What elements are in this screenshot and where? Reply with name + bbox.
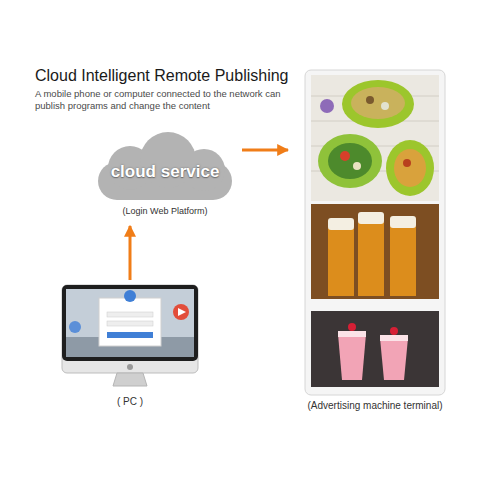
monitor-screen: [66, 289, 194, 357]
terminal-node: (Advertising machine terminal): [290, 66, 460, 418]
term-illustration: [290, 66, 460, 418]
beer-glass: [328, 228, 354, 296]
subtitle-note: A mobile phone or computer connected to …: [35, 88, 293, 112]
food-photo: [311, 75, 439, 201]
flow-arrow: [129, 226, 132, 280]
food-piece: [403, 159, 411, 167]
device-caption: (Advertising machine terminal): [307, 400, 442, 412]
monitor-stand: [113, 373, 147, 386]
logo-dot: [127, 364, 133, 370]
device-caption: ( PC ): [117, 396, 143, 408]
salad: [328, 143, 372, 179]
login-button: [107, 332, 153, 338]
food-piece: [366, 96, 374, 104]
screen-icon: [173, 304, 189, 320]
monitor-frame: [62, 285, 198, 373]
drink-top: [338, 331, 366, 337]
screen-icon: [69, 321, 81, 333]
cloud-label: cloud service: [111, 162, 220, 182]
pc-monitor: [62, 285, 198, 386]
cloud-shape: [98, 132, 232, 200]
beer-foam: [328, 218, 354, 230]
drink-photo: [311, 311, 439, 387]
cherry: [390, 327, 398, 335]
monitor-bezel: [62, 285, 198, 361]
beer-glass: [358, 222, 384, 296]
tomato: [340, 151, 350, 161]
title: Cloud Intelligent Remote Publishing: [35, 66, 288, 86]
beer-foam: [358, 212, 384, 224]
drink-glass: [338, 334, 366, 380]
login-field: [107, 321, 153, 326]
food-piece: [381, 102, 389, 110]
drink-glass: [380, 338, 408, 380]
login-avatar: [124, 290, 136, 302]
screen-gap: [311, 299, 439, 311]
beer-glass: [390, 226, 416, 296]
pc-node: ( PC ): [55, 282, 205, 414]
login-panel: [99, 298, 161, 346]
cherry: [348, 323, 356, 331]
advertising-screen: [305, 70, 445, 395]
beer-foam: [390, 216, 416, 228]
screen-housing: [305, 70, 445, 395]
plate: [342, 80, 414, 128]
drink-top: [380, 335, 408, 341]
plate: [386, 140, 434, 196]
plate: [318, 134, 382, 188]
login-field: [107, 312, 153, 317]
flower: [320, 99, 334, 113]
soup: [351, 87, 405, 119]
platform-caption: (Login Web Platform): [123, 206, 208, 217]
cloud-body: [98, 162, 232, 200]
pc-illustration: [55, 282, 205, 414]
cloud-node: cloud service (Login Web Platform): [90, 132, 240, 224]
egg: [353, 162, 361, 170]
beer-photo: [311, 204, 439, 299]
flow-arrow: [242, 149, 288, 152]
dish: [394, 149, 426, 187]
play-icon: [178, 308, 186, 316]
